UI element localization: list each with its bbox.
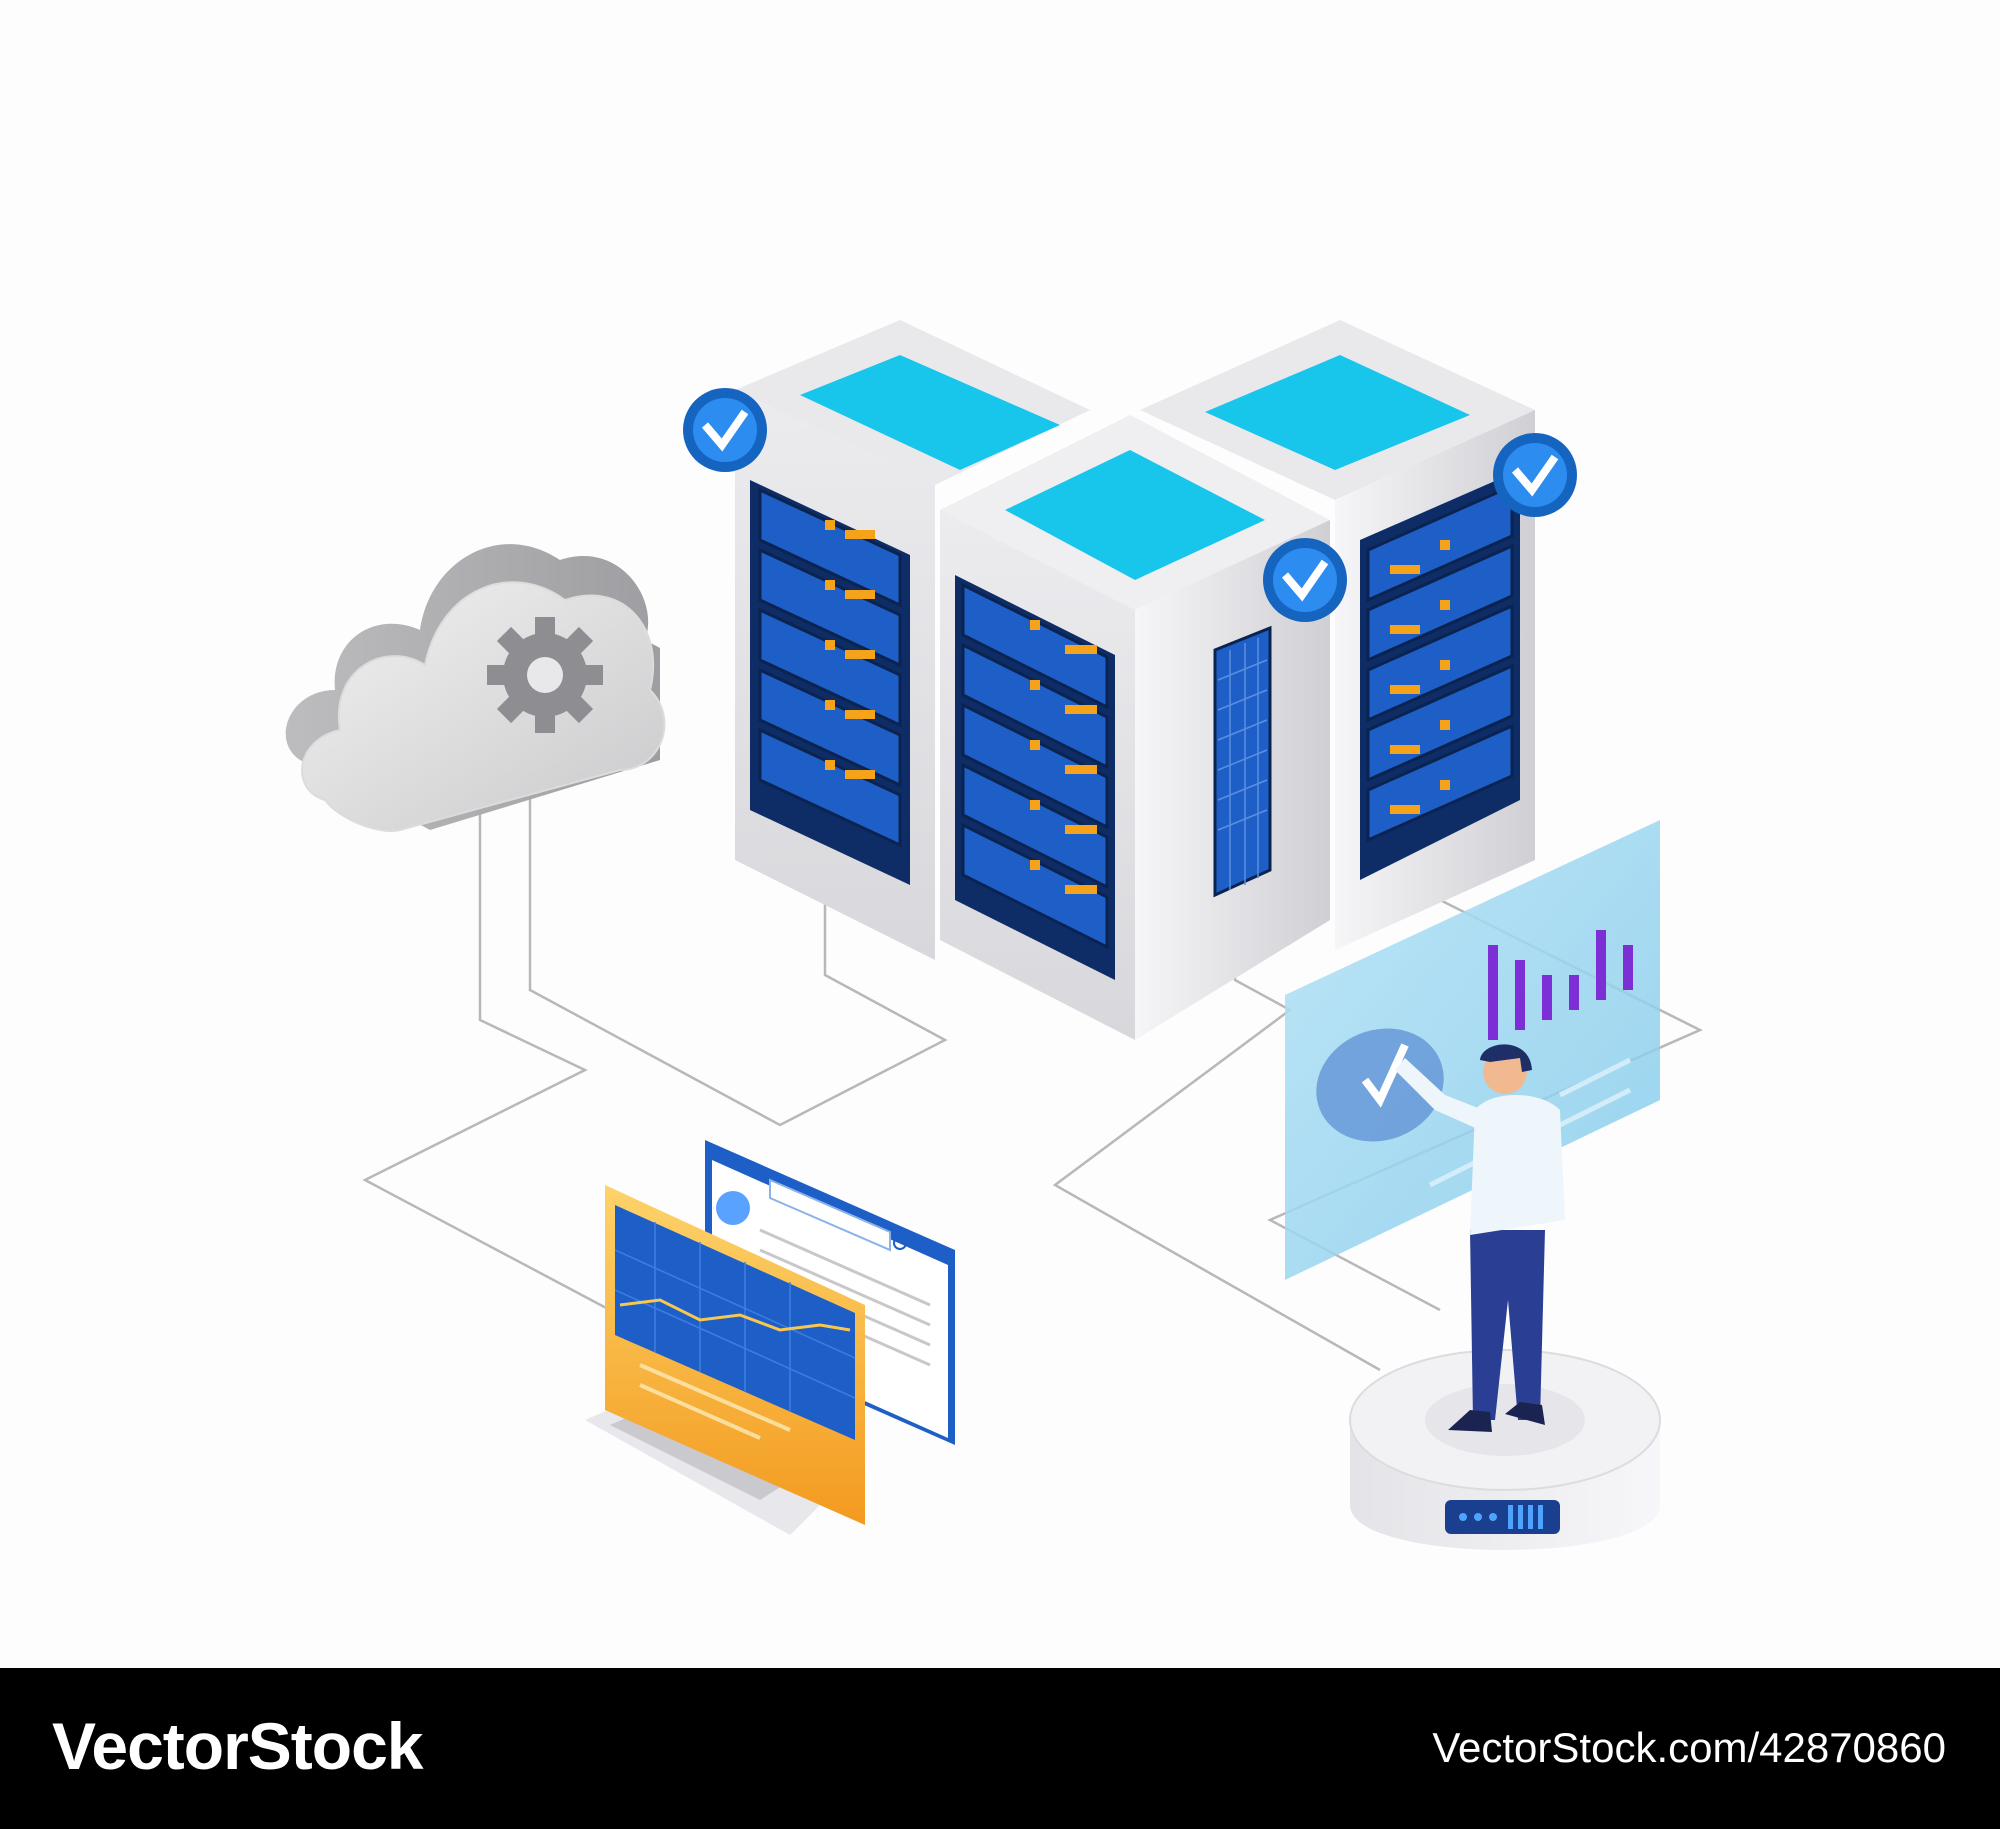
stock-id: VectorStock.com/42870860 (1432, 1724, 1946, 1771)
server-rack-right (1140, 320, 1535, 950)
bar-chart-icon (1488, 930, 1633, 1040)
person-figure (1395, 1044, 1565, 1432)
illustration-scene (285, 320, 1703, 1550)
line-chart-icon (619, 1298, 851, 1332)
search-icon (893, 1236, 907, 1250)
user-avatar-icon (716, 1191, 750, 1225)
gear-icon (487, 617, 603, 733)
check-badge-icon (1263, 538, 1347, 622)
cloud-icon (285, 544, 666, 832)
server-rack-left (735, 320, 1090, 960)
check-badge-icon (1493, 433, 1577, 517)
server-rack-center (940, 415, 1330, 1040)
check-icon (1361, 1043, 1409, 1108)
server-units (758, 487, 902, 848)
laptop (585, 1185, 865, 1535)
analytics-panel (1285, 820, 1660, 1280)
check-badge-icon (683, 388, 767, 472)
watermark-footer: VectorStock VectorStock.com/42870860 (0, 1668, 2000, 1829)
platform (1349, 1349, 1661, 1550)
brand-logo: VectorStock (52, 1709, 423, 1783)
